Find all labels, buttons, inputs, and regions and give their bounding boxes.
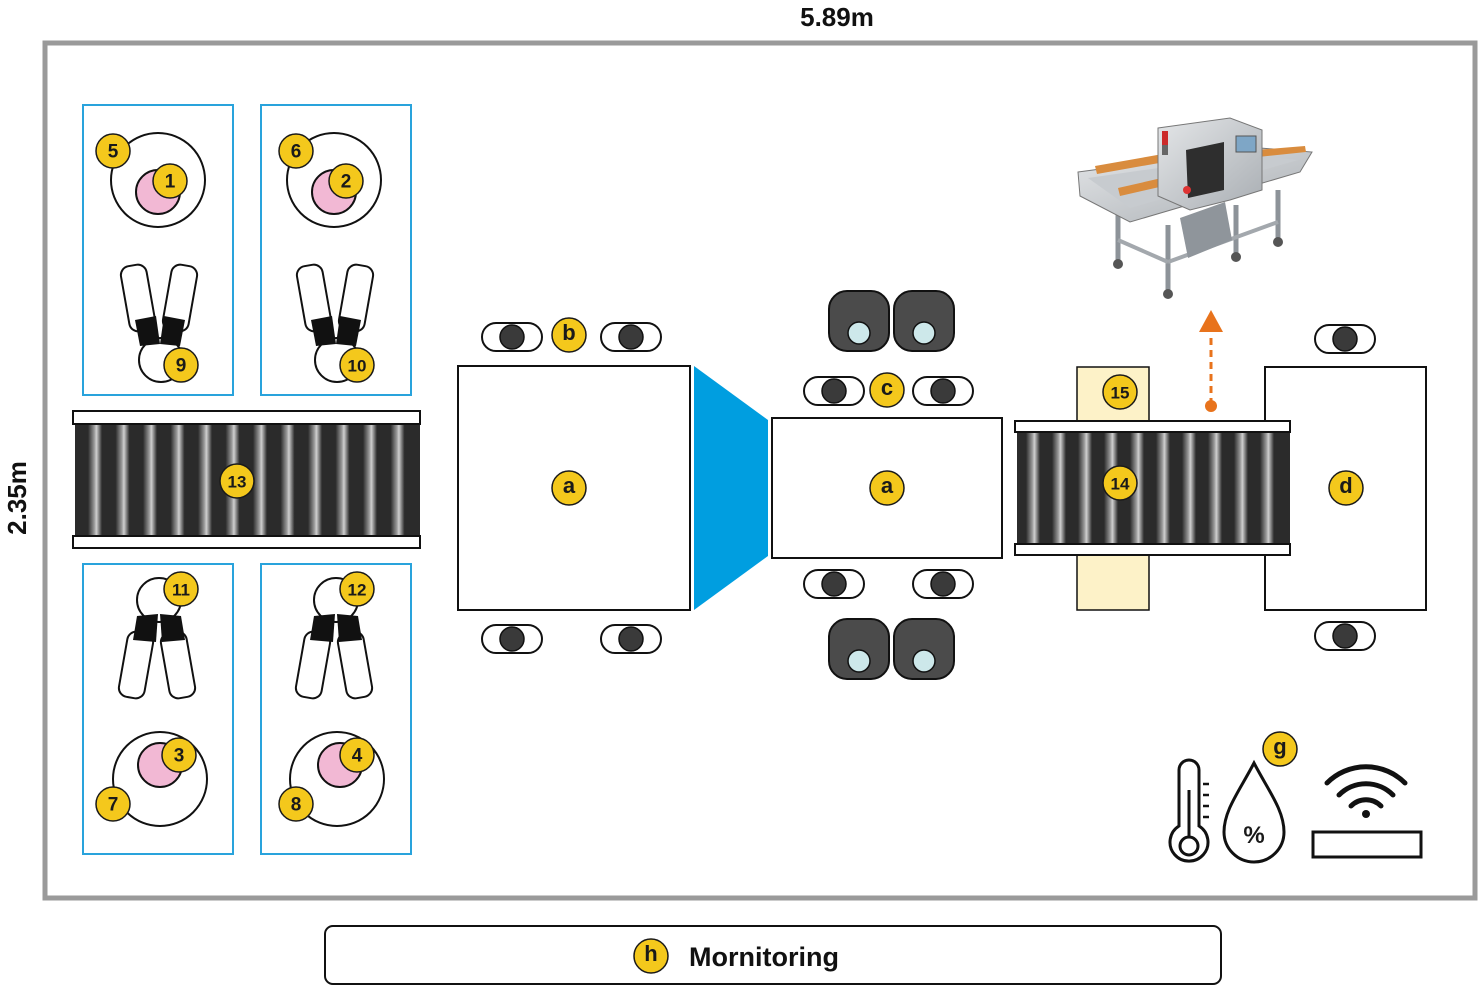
badge-label: b	[562, 320, 575, 345]
operator-seat	[481, 624, 543, 654]
hands-icon	[294, 577, 374, 700]
badge-label: 12	[348, 581, 367, 600]
belt-roller	[170, 424, 185, 536]
badge-label: a	[881, 473, 894, 498]
detector-zone-bottom	[1076, 554, 1150, 611]
operator-seat	[912, 569, 974, 599]
badge-label: 10	[348, 357, 367, 376]
badge-6: 6	[278, 133, 314, 169]
stool-block	[893, 618, 955, 680]
belt-roller	[1026, 432, 1040, 544]
conveyor-belt-right	[1014, 420, 1291, 556]
badge-label: 5	[108, 142, 119, 163]
badge-label: d	[1339, 473, 1352, 498]
belt-roller	[1260, 432, 1274, 544]
belt-roller	[1078, 432, 1092, 544]
badge-label: 7	[108, 795, 119, 816]
belt-roller	[1234, 432, 1248, 544]
stool-block	[828, 618, 890, 680]
badge-5: 5	[95, 133, 131, 169]
badge-g: g	[1262, 731, 1298, 767]
belt-roller	[143, 424, 157, 536]
belt-roller	[1208, 432, 1222, 544]
thermometer-icon	[1168, 758, 1210, 863]
badge-label: 14	[1111, 475, 1130, 494]
badge-15: 15	[1102, 374, 1138, 410]
badge-label: 9	[176, 356, 187, 377]
operator-seat	[1314, 324, 1376, 354]
belt-roller	[1156, 432, 1170, 544]
operator-seat	[803, 569, 865, 599]
badge-11: 11	[163, 571, 199, 607]
badge-a: a	[869, 470, 905, 506]
badge-10: 10	[339, 347, 375, 383]
badge-b: b	[551, 317, 587, 353]
conveyor-belt-left	[72, 410, 421, 549]
monitoring-bar	[324, 925, 1222, 985]
badge-14: 14	[1102, 465, 1138, 501]
badge-a: a	[551, 470, 587, 506]
badge-7: 7	[95, 786, 131, 822]
badge-h: h	[633, 938, 669, 974]
badge-label: 15	[1111, 384, 1130, 403]
badge-d: d	[1328, 470, 1364, 506]
belt-roller	[253, 424, 267, 536]
humidity-percent-label: %	[1243, 822, 1264, 849]
belt-roller	[390, 424, 405, 536]
belt-roller	[1052, 432, 1066, 544]
badge-label: g	[1273, 734, 1286, 759]
belt-roller	[335, 424, 350, 536]
badge-8: 8	[278, 786, 314, 822]
badge-label: 13	[228, 473, 247, 492]
badge-label: 1	[165, 172, 176, 193]
hands-icon	[117, 577, 197, 700]
badge-label: c	[881, 375, 893, 400]
monitoring-label: Mornitoring	[689, 942, 839, 972]
badge-12: 12	[339, 571, 375, 607]
operator-seat	[481, 322, 543, 352]
badge-2: 2	[328, 163, 364, 199]
belt-roller	[88, 424, 102, 536]
stool-block	[828, 290, 890, 352]
badge-9: 9	[163, 347, 199, 383]
badge-1: 1	[152, 163, 188, 199]
belt-roller	[1182, 432, 1196, 544]
hands-icon	[295, 263, 375, 383]
inspection-arrow	[1199, 310, 1223, 412]
width-dimension-label: 5.89m	[800, 2, 874, 32]
badge-c: c	[869, 372, 905, 408]
belt-roller	[308, 424, 322, 536]
badge-label: 6	[291, 142, 302, 163]
operator-seat	[803, 376, 865, 406]
operator-seat	[1314, 621, 1376, 651]
badge-4: 4	[339, 737, 375, 773]
badge-3: 3	[161, 737, 197, 773]
badge-label: 4	[352, 746, 363, 767]
belt-roller	[280, 424, 295, 536]
belt-roller	[115, 424, 130, 536]
belt-roller	[198, 424, 212, 536]
stool-block	[893, 290, 955, 352]
badge-label: 11	[172, 581, 190, 600]
badge-label: 2	[341, 172, 352, 193]
metal-detector-machine	[1077, 117, 1313, 299]
wifi-router-icon	[1311, 764, 1423, 859]
humidity-drop-icon: %	[1222, 759, 1286, 864]
badge-label: a	[563, 473, 576, 498]
operator-seat	[912, 376, 974, 406]
operator-seat	[600, 624, 662, 654]
operator-seat	[600, 322, 662, 352]
transfer-funnel	[694, 366, 768, 610]
badge-13: 13	[219, 463, 255, 499]
height-dimension-label: 2.35m	[2, 461, 32, 535]
badge-label: 3	[174, 746, 185, 767]
badge-label: 8	[291, 795, 302, 816]
belt-roller	[363, 424, 377, 536]
badge-label: h	[644, 941, 657, 966]
